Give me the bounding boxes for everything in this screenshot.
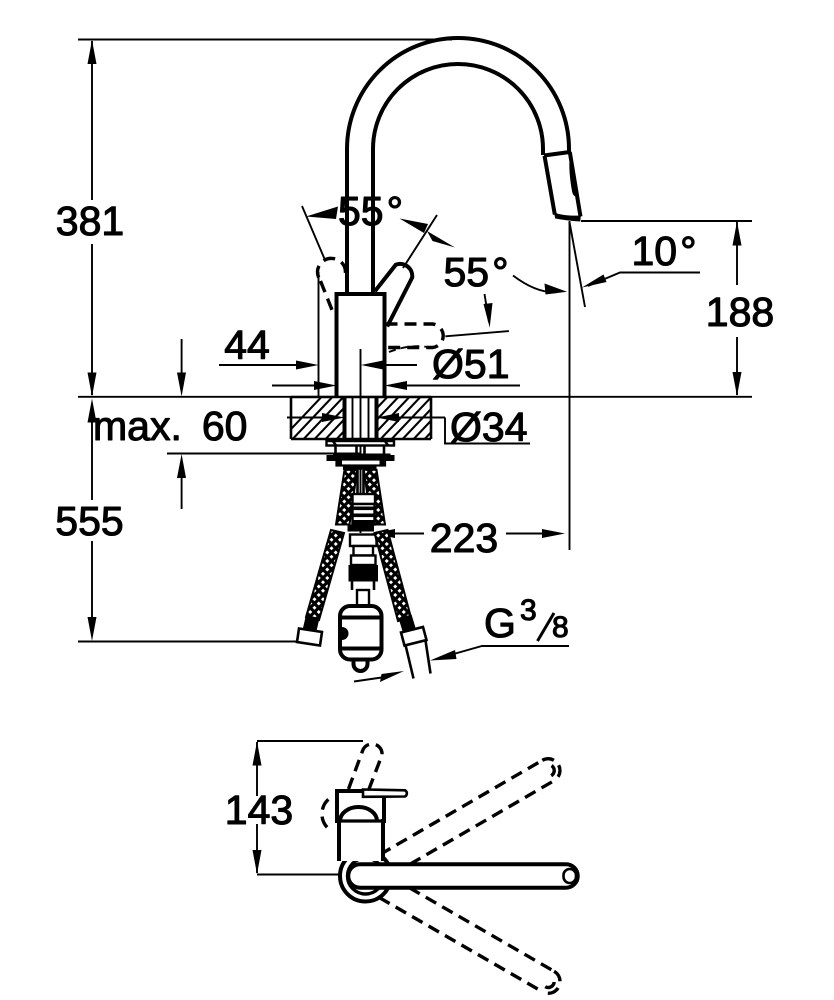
svg-text:10°: 10° <box>631 228 696 274</box>
svg-text:Ø34: Ø34 <box>450 404 528 450</box>
svg-text:223: 223 <box>430 515 498 561</box>
svg-text:G: G <box>484 600 516 646</box>
svg-text:Ø51: Ø51 <box>432 341 510 387</box>
svg-text:143: 143 <box>225 787 293 833</box>
svg-text:55°: 55° <box>338 188 403 234</box>
svg-text:188: 188 <box>706 289 774 335</box>
svg-text:44: 44 <box>224 322 270 368</box>
svg-text:max.60: max.60 <box>93 403 247 449</box>
svg-text:555: 555 <box>55 498 123 544</box>
svg-text:3: 3 <box>520 594 537 627</box>
svg-text:55°: 55° <box>443 249 508 295</box>
svg-text:381: 381 <box>56 198 124 244</box>
svg-text:8: 8 <box>552 611 569 644</box>
